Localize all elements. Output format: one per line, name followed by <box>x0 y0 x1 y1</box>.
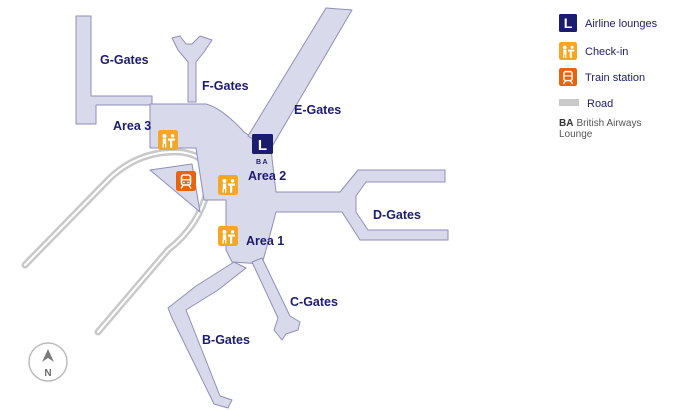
checkin-marker-area-2[interactable] <box>218 175 238 195</box>
e-gates-pier <box>247 7 353 151</box>
c-gates-label: C-Gates <box>290 295 338 309</box>
ba-lounge-sublabel: BA <box>256 159 269 166</box>
legend-item-checkin <box>559 42 577 60</box>
compass-north-letter: N <box>44 368 51 379</box>
lounge-icon <box>559 14 577 32</box>
legend-lounge-text: Airline lounges <box>585 18 658 30</box>
lounge-icon <box>252 134 273 154</box>
train-icon <box>559 68 577 86</box>
area-2-label: Area 2 <box>248 169 286 183</box>
b-gates-label: B-Gates <box>202 333 250 347</box>
c-gates-pier <box>251 257 301 341</box>
compass-icon: N <box>28 342 68 382</box>
area-3-label: Area 3 <box>113 119 151 133</box>
d-gates-label: D-Gates <box>373 208 421 222</box>
f-gates-label: F-Gates <box>202 79 249 93</box>
g-gates-label: G-Gates <box>100 53 149 67</box>
ba-lounge-marker[interactable]: L BA <box>252 134 273 166</box>
checkin-icon <box>158 130 178 150</box>
checkin-marker-area-3[interactable] <box>158 130 178 150</box>
legend-ba-name: British Airways <box>576 118 641 129</box>
b-gates-pier <box>167 261 247 409</box>
checkin-icon <box>559 42 577 60</box>
legend-ba-line2: Lounge <box>559 129 593 140</box>
legend-checkin-text: Check-in <box>585 46 628 58</box>
area-1-label: Area 1 <box>246 234 284 248</box>
legend-item-train <box>559 68 577 86</box>
checkin-icon <box>218 226 238 246</box>
legend-train-text: Train station <box>585 72 645 84</box>
map-legend: L Airline lounges Check-in Train station… <box>559 14 658 140</box>
terminal-complex <box>75 7 449 409</box>
train-icon <box>176 171 196 191</box>
checkin-marker-area-1[interactable] <box>218 226 238 246</box>
lounge-icon-letter: L <box>258 137 267 154</box>
legend-lounge-letter: L <box>564 15 573 31</box>
e-gates-label: E-Gates <box>294 103 341 117</box>
f-gates-pier <box>171 35 213 103</box>
main-terminal <box>149 103 449 265</box>
checkin-icon <box>218 175 238 195</box>
legend-ba-abbr: BA <box>559 118 573 129</box>
legend-road-text: Road <box>587 98 613 110</box>
road-swatch <box>559 99 579 106</box>
legend-item-lounge: L Airline lounges <box>559 14 658 32</box>
train-station-marker[interactable] <box>176 171 196 191</box>
g-gates-pier <box>75 15 153 125</box>
